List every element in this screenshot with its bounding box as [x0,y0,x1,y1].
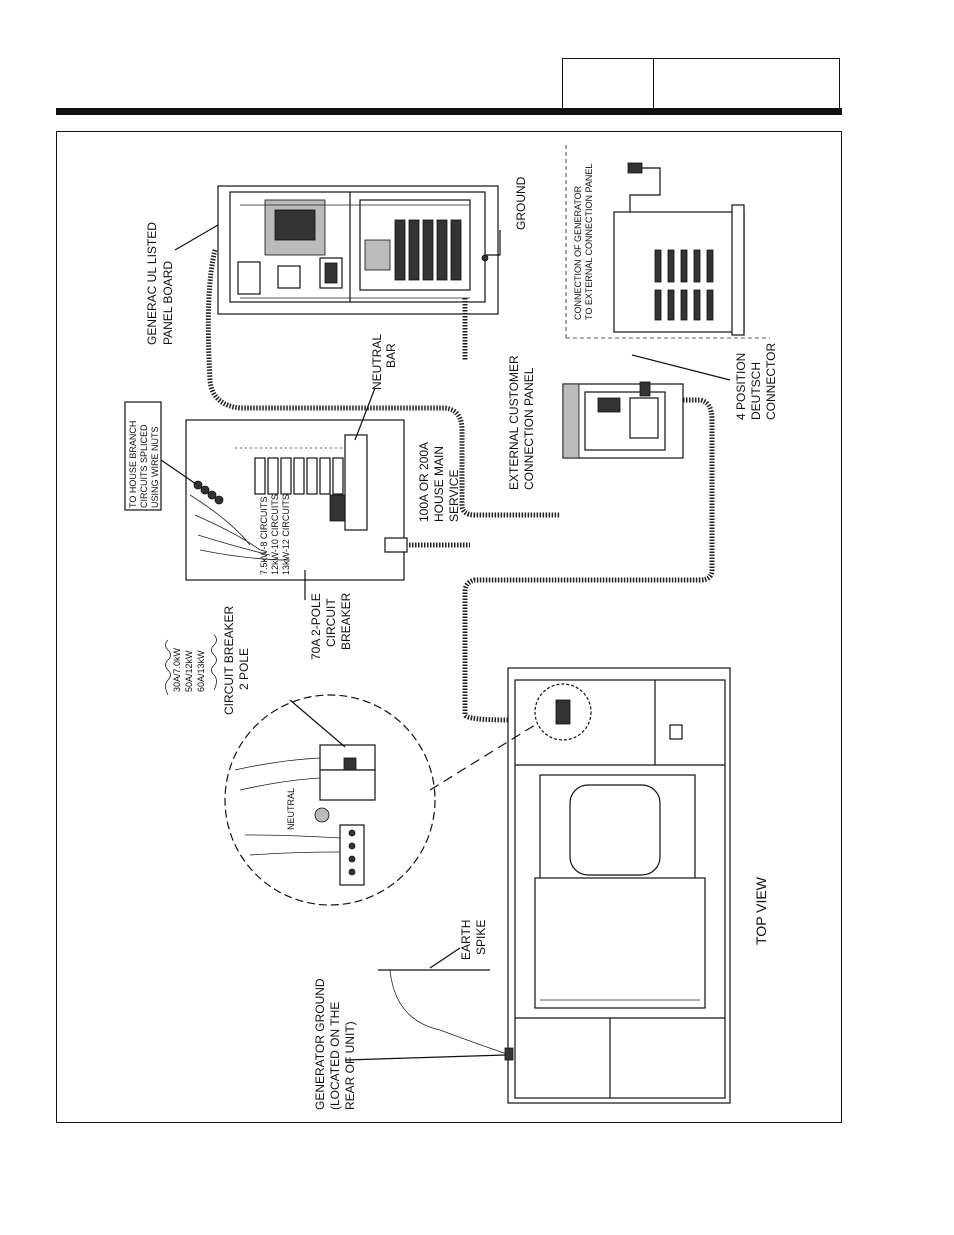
svg-text:100A OR 200A: 100A OR 200A [417,442,431,522]
label-external-panel: EXTERNAL CUSTOMER CONNECTION PANEL [507,355,536,490]
svg-text:TOP VIEW: TOP VIEW [753,876,769,945]
svg-text:BREAKER: BREAKER [339,592,353,650]
svg-text:HOUSE MAIN: HOUSE MAIN [432,446,446,522]
label-house-main-service: 100A OR 200A HOUSE MAIN SERVICE [417,442,461,522]
svg-text:CONNECTION PANEL: CONNECTION PANEL [522,367,536,490]
label-generator-ground: GENERATOR GROUND (LOCATED ON THE REAR OF… [313,978,357,1110]
svg-text:4 POSITION: 4 POSITION [734,353,748,420]
svg-text:EXTERNAL CUSTOMER: EXTERNAL CUSTOMER [507,355,521,490]
ground-lug [481,254,489,262]
panel-board [217,185,499,315]
svg-text:TO EXTERNAL CONNECTION PANEL: TO EXTERNAL CONNECTION PANEL [584,164,594,320]
svg-text:SERVICE: SERVICE [447,470,461,522]
svg-text:30A/7.0kW: 30A/7.0kW [172,647,182,692]
svg-text:GENERATOR GROUND: GENERATOR GROUND [313,978,327,1110]
header-rule [56,108,842,115]
svg-text:REAR OF UNIT): REAR OF UNIT) [343,1021,357,1110]
generator-connection-inset [565,145,770,339]
label-house-branch: TO HOUSE BRANCH CIRCUITS SPLICED USING W… [128,421,160,508]
svg-text:CONNECTOR: CONNECTOR [764,343,778,420]
label-neutral-bar: NEUTRAL BAR [370,334,398,390]
svg-text:SPIKE: SPIKE [474,920,488,955]
house-branch-note-box [124,401,162,511]
panel-breakers [364,219,462,281]
svg-text:13kW-12 CIRCUITS: 13kW-12 CIRCUITS [281,494,291,575]
svg-text:GROUND: GROUND [514,176,528,230]
svg-text:NEUTRAL: NEUTRAL [370,334,384,390]
generator-top-view [507,667,731,1104]
header-divider [653,59,654,108]
svg-text:2 POLE: 2 POLE [237,648,251,690]
label-ground: GROUND [514,176,528,230]
external-panel [562,381,684,459]
label-breaker-ratings: 30A/7.0kW 50A/12kW 60A/13kW [165,634,217,696]
conduit-external-to-generator [462,397,715,723]
svg-text:(LOCATED ON THE: (LOCATED ON THE [328,1002,342,1110]
svg-text:EARTH: EARTH [459,920,473,960]
label-generator-connection: CONNECTION OF GENERATOR TO EXTERNAL CONN… [573,164,594,320]
terminal-block [339,824,365,886]
svg-text:TO HOUSE BRANCH: TO HOUSE BRANCH [128,421,138,508]
diagram-frame [56,131,842,1123]
label-circuits: 7.5kW-8 CIRCUITS 12kW-10 CIRCUITS 13kW-1… [259,494,291,575]
svg-text:CIRCUITS SPLICED: CIRCUITS SPLICED [139,424,149,508]
svg-text:NEUTRAL: NEUTRAL [286,788,296,830]
ground-lead [485,230,501,256]
label-70a-breaker: 70A 2-POLE CIRCUIT BREAKER [309,592,353,660]
page-header-box [562,58,840,108]
svg-text:60A/13kW: 60A/13kW [196,650,206,692]
label-panel-board: GENERAC UL LISTED PANEL BOARD [145,222,175,345]
svg-text:7.5kW-8 CIRCUITS: 7.5kW-8 CIRCUITS [259,497,269,575]
earth-spike [344,947,514,1061]
label-earth-spike: EARTH SPIKE [459,920,488,960]
svg-text:PANEL BOARD: PANEL BOARD [161,261,175,345]
svg-text:USING WIRE NUTS: USING WIRE NUTS [150,426,160,508]
generator-vents [654,249,714,321]
svg-text:BAR: BAR [384,343,398,368]
svg-text:CONNECTION OF GENERATOR: CONNECTION OF GENERATOR [573,185,583,320]
svg-text:12kW-10 CIRCUITS: 12kW-10 CIRCUITS [270,494,280,575]
label-deutsch-connector: 4 POSITION DEUTSCH CONNECTOR [734,343,778,420]
wire-nuts [193,480,224,505]
svg-text:70A 2-POLE: 70A 2-POLE [309,593,323,660]
label-2pole-breaker: CIRCUIT BREAKER 2 POLE [222,606,251,715]
label-top-view: TOP VIEW [753,876,769,945]
svg-text:CIRCUIT BREAKER: CIRCUIT BREAKER [222,606,236,715]
svg-text:CIRCUIT: CIRCUIT [324,598,338,647]
svg-text:GENERAC UL LISTED: GENERAC UL LISTED [145,222,159,345]
svg-text:DEUTSCH: DEUTSCH [749,362,763,420]
svg-text:50A/12kW: 50A/12kW [184,650,194,692]
label-neutral: NEUTRAL [286,788,296,830]
magnified-breaker [224,694,536,906]
